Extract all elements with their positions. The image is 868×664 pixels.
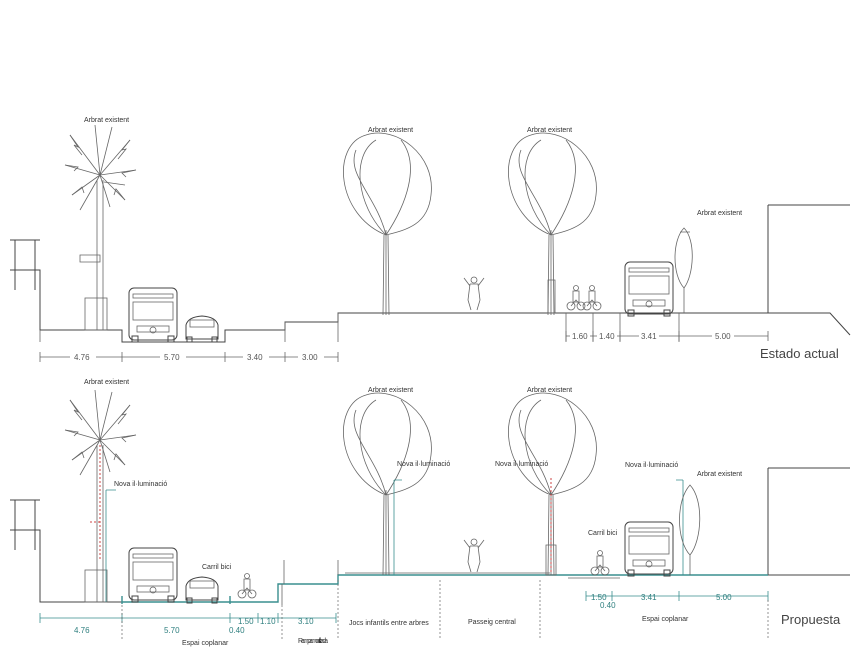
dimension-label: 3.10 bbox=[298, 617, 314, 626]
bus-icon bbox=[128, 287, 178, 343]
dimension-label: 3.41 bbox=[641, 332, 657, 341]
cyclist-icon bbox=[237, 573, 257, 599]
lighting-label: Nova il·luminació bbox=[495, 461, 548, 468]
tree-icon bbox=[674, 227, 693, 313]
current-section: Arbrat existent Arbrat existent Arbrat e… bbox=[10, 117, 851, 362]
tree-icon bbox=[343, 392, 432, 576]
tree-icon bbox=[508, 132, 597, 316]
car-icon bbox=[185, 315, 219, 343]
dimension-label: 3.00 bbox=[302, 353, 318, 362]
proposal-section: Arbrat existent Nova il·luminació Carril… bbox=[10, 379, 850, 647]
dimension-label: 4.76 bbox=[74, 353, 90, 362]
lighting-label: Nova il·luminació bbox=[397, 461, 450, 468]
tree-label: Arbrat existent bbox=[697, 471, 742, 478]
section-title: Estado actual bbox=[760, 346, 839, 361]
tree-label: Arbrat existent bbox=[84, 379, 129, 386]
current-ground-line bbox=[10, 204, 851, 343]
bike-lane-label: Carril bici bbox=[202, 564, 232, 571]
dimension-label: 3.41 bbox=[641, 593, 657, 602]
zone-label: Passeig central bbox=[468, 619, 516, 626]
dimension-label: 5.00 bbox=[715, 332, 731, 341]
dimension-label: 1.40 bbox=[599, 332, 615, 341]
cyclist-icon bbox=[590, 550, 610, 576]
dimension-label: 1.50 bbox=[591, 593, 607, 602]
lighting-label: Nova il·luminació bbox=[625, 462, 678, 469]
street-light-icon bbox=[105, 489, 116, 602]
section-title: Propuesta bbox=[781, 612, 841, 627]
dimension-label: 4.76 bbox=[74, 626, 90, 635]
dimension-label: 1.50 bbox=[238, 617, 254, 626]
tree-icon bbox=[679, 484, 701, 575]
proposal-ground-line bbox=[10, 467, 850, 603]
proposal-pavement bbox=[121, 574, 768, 604]
zone-label: Rampa modificada bbox=[298, 638, 328, 645]
dimension-label: 5.70 bbox=[164, 353, 180, 362]
zone-label: Espai coplanar bbox=[642, 616, 689, 623]
car-icon bbox=[185, 576, 219, 604]
dimension-label: 0.40 bbox=[600, 601, 616, 610]
palm-tree bbox=[64, 389, 137, 603]
lighting-label: Nova il·luminació bbox=[114, 481, 167, 488]
tree-icon bbox=[343, 132, 432, 316]
bus-icon bbox=[624, 261, 674, 317]
tree-label: Arbrat existent bbox=[368, 127, 413, 134]
palm-tree bbox=[64, 124, 137, 331]
tree-label: Arbrat existent bbox=[697, 210, 742, 217]
pedestrian-icon bbox=[463, 276, 485, 311]
dimension-label: 5.70 bbox=[164, 626, 180, 635]
tree-icon bbox=[508, 392, 597, 576]
proposal-dimensions: 4.76 5.70 1.50 0.40 1.10 3.10 1.50 0.40 … bbox=[39, 580, 769, 640]
tree-label: Arbrat existent bbox=[368, 387, 413, 394]
current-dimensions: 4.76 5.70 3.40 3.00 1.60 1.40 3.41 5.00 bbox=[39, 331, 769, 362]
bus-icon bbox=[128, 547, 178, 603]
dimension-label: 3.40 bbox=[247, 353, 263, 362]
tree-label: Arbrat existent bbox=[84, 117, 129, 124]
street-light-icon bbox=[393, 479, 402, 575]
pedestrian-icon bbox=[463, 538, 485, 573]
zone-label: Espai coplanar bbox=[182, 640, 229, 647]
tree-label: Arbrat existent bbox=[527, 387, 572, 394]
bus-icon bbox=[624, 521, 674, 577]
zone-label: Jocs infantils entre arbres bbox=[349, 620, 429, 627]
dimension-label: 1.10 bbox=[260, 617, 276, 626]
cyclist-icon bbox=[582, 285, 602, 311]
bike-lane-label: Carril bici bbox=[588, 530, 618, 537]
zone-labels: Espai coplanar Rampa modificada Jocs inf… bbox=[182, 616, 689, 647]
tree-label: Arbrat existent bbox=[527, 127, 572, 134]
dimension-label: 5.00 bbox=[716, 593, 732, 602]
dimension-label: 0.40 bbox=[229, 626, 245, 635]
cyclist-icon bbox=[566, 285, 586, 311]
dimension-label: 1.60 bbox=[572, 332, 588, 341]
